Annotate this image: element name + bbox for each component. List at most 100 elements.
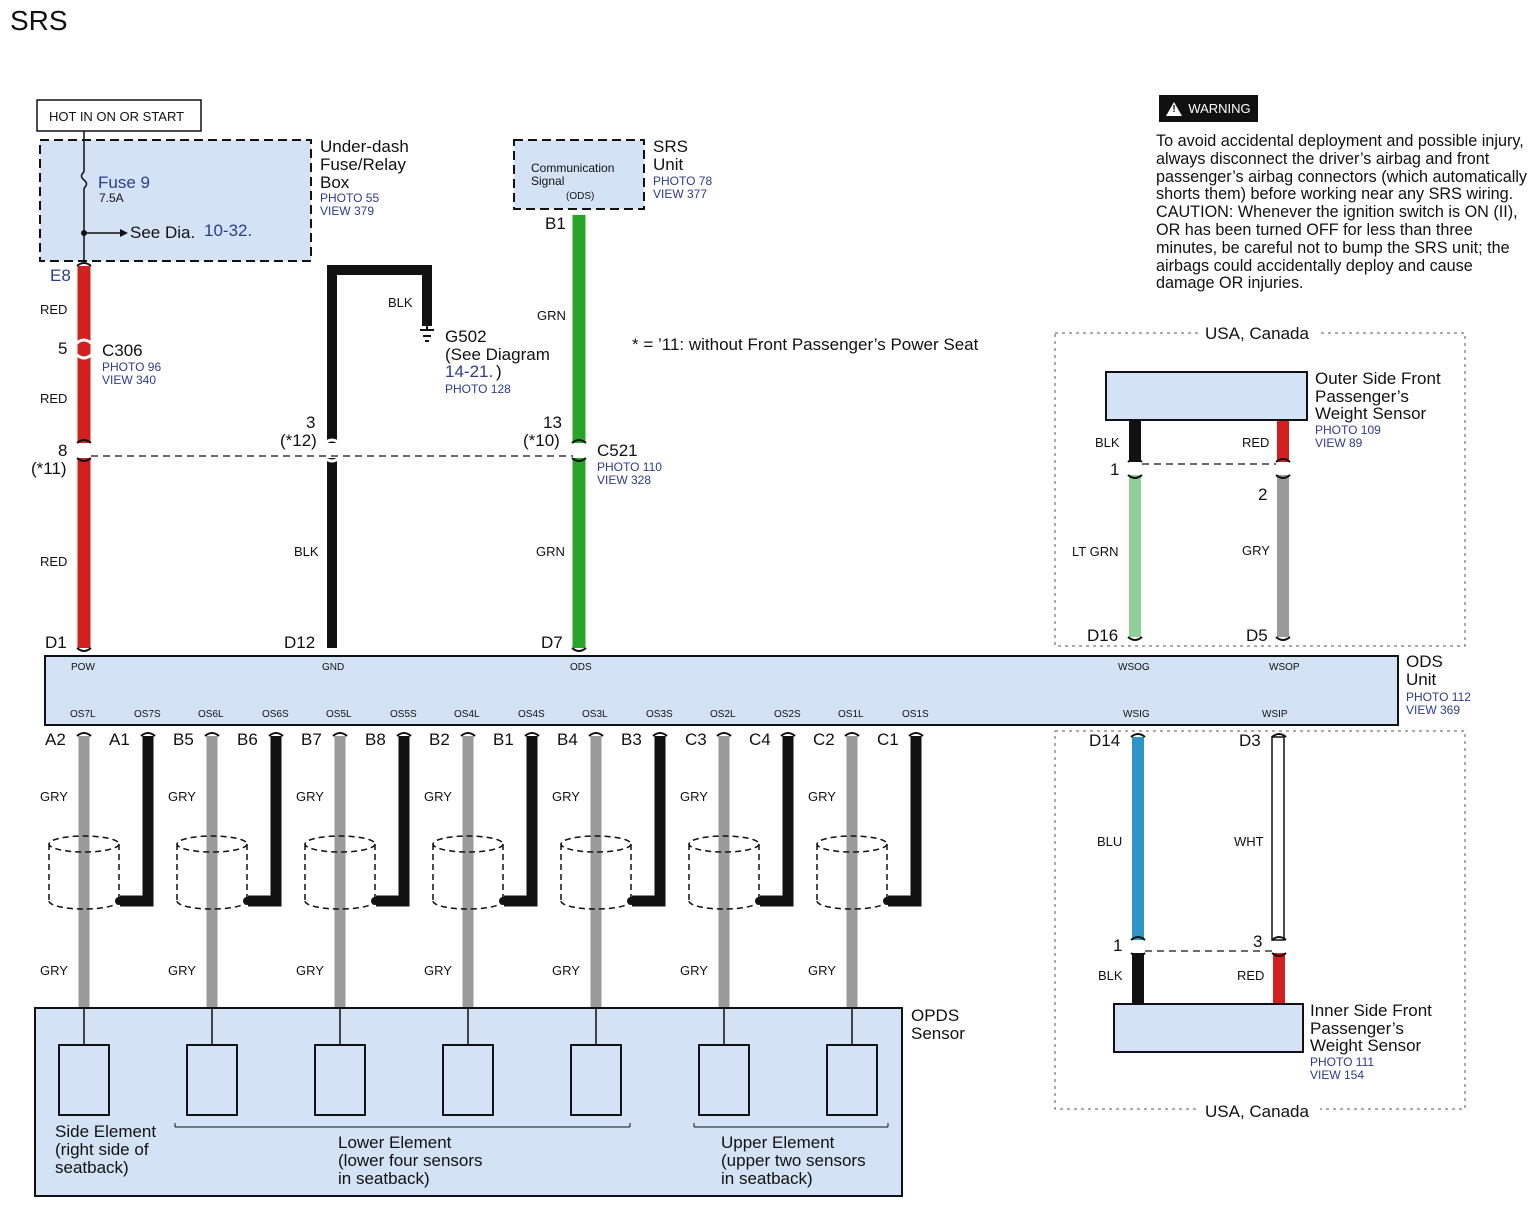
pin-b3: B3 xyxy=(621,730,642,749)
wire-blk-drain xyxy=(376,736,410,907)
c521-photo[interactable]: PHOTO 110 xyxy=(597,460,662,474)
wire-end xyxy=(140,732,156,737)
wire-label-gry: GRY xyxy=(680,963,708,978)
outer-sensor-name-3: Weight Sensor xyxy=(1315,404,1427,423)
outer-sensor-photo[interactable]: PHOTO 109 xyxy=(1315,423,1381,437)
fuse-relay-box xyxy=(39,139,312,262)
c521-view[interactable]: VIEW 328 xyxy=(597,473,651,487)
term-os3l: OS3L xyxy=(582,709,608,720)
outer-sensor-view[interactable]: VIEW 89 xyxy=(1315,436,1363,450)
shield-bottom xyxy=(816,900,888,910)
side-element-1: Side Element xyxy=(55,1122,156,1141)
term-os4s: OS4S xyxy=(518,709,545,720)
c521-name: C521 xyxy=(597,441,638,460)
wire-end xyxy=(652,732,668,737)
opds-elements xyxy=(58,1008,878,1116)
term-gnd: GND xyxy=(322,662,344,673)
upper-element-3: in seatback) xyxy=(721,1169,813,1188)
wire-blk-drain xyxy=(760,736,794,907)
caution-text: CAUTION: Whenever the ignition switch is… xyxy=(1156,203,1518,293)
c306-name: C306 xyxy=(102,341,143,360)
wire-label-grn-2: GRN xyxy=(536,544,565,559)
term-os1l: OS1L xyxy=(838,709,864,720)
term-os7l: OS7L xyxy=(70,709,96,720)
power-seat-note: * = ’11: without Front Passenger’s Power… xyxy=(632,335,979,354)
opds-name-1: OPDS xyxy=(911,1006,959,1025)
inner-sensor-name-2: Passenger’s xyxy=(1310,1019,1404,1038)
c306-view[interactable]: VIEW 340 xyxy=(102,373,156,387)
srs-name-2: Unit xyxy=(653,155,684,174)
wire-label-red-3: RED xyxy=(40,554,67,569)
wire-label-blk-1: BLK xyxy=(388,295,413,310)
pin-b2: B2 xyxy=(429,730,450,749)
wire-label-gry: GRY xyxy=(40,963,68,978)
shield-bottom xyxy=(432,900,504,910)
ods-name-1: ODS xyxy=(1406,652,1443,671)
shield-drain-dot xyxy=(115,897,123,905)
c306-photo[interactable]: PHOTO 96 xyxy=(102,360,161,374)
shield-bottom xyxy=(688,900,760,910)
pin-3-note: (*12) xyxy=(280,431,317,450)
region-label-lower: USA, Canada xyxy=(1205,1102,1309,1121)
pin-d1: D1 xyxy=(45,633,67,652)
region-box-lower xyxy=(1054,730,1466,1110)
shield-drain-dot xyxy=(371,897,379,905)
wire-label-gry: GRY xyxy=(424,789,452,804)
fuse-box-name-3: Box xyxy=(320,173,350,192)
inner-pin-3: 3 xyxy=(1253,932,1262,951)
shield-drain-dot xyxy=(627,897,635,905)
pin-d3: D3 xyxy=(1239,731,1261,750)
fuse-box-photo[interactable]: PHOTO 55 xyxy=(320,191,379,205)
sensor-element xyxy=(186,1044,238,1116)
g502-photo[interactable]: PHOTO 128 xyxy=(445,382,511,396)
g502-ref[interactable]: 14-21. xyxy=(445,362,493,381)
pin-c1: C1 xyxy=(877,730,899,749)
wire-blk-drain xyxy=(632,736,666,907)
fuse-box-view[interactable]: VIEW 379 xyxy=(320,204,374,218)
pin-b7: B7 xyxy=(301,730,322,749)
term-ods: ODS xyxy=(570,662,592,673)
side-element-2: (right side of xyxy=(55,1140,149,1159)
pin-d5: D5 xyxy=(1246,626,1268,645)
wire-label-gry: GRY xyxy=(168,963,196,978)
pin-13: 13 xyxy=(543,413,562,432)
shield-bottom xyxy=(176,900,248,910)
g502-name: G502 xyxy=(445,327,487,346)
pin-d16: D16 xyxy=(1087,626,1118,645)
c306-pin-5: 5 xyxy=(58,339,67,358)
wire-label-red-outer: RED xyxy=(1242,435,1269,450)
wire-end xyxy=(396,732,412,737)
srs-unit-box xyxy=(513,139,645,210)
wire-end xyxy=(204,732,220,737)
wire-end xyxy=(76,732,92,737)
inner-sensor-view[interactable]: VIEW 154 xyxy=(1310,1068,1364,1082)
ods-view[interactable]: VIEW 369 xyxy=(1406,703,1460,717)
wire-wht-wsip xyxy=(1271,736,1285,941)
side-element-3: seatback) xyxy=(55,1158,129,1177)
term-os2l: OS2L xyxy=(710,709,736,720)
ods-photo[interactable]: PHOTO 112 xyxy=(1406,690,1471,704)
term-wsop: WSOP xyxy=(1269,662,1300,673)
inner-weight-sensor-box xyxy=(1113,1003,1304,1053)
inner-sensor-photo[interactable]: PHOTO 111 xyxy=(1310,1055,1374,1069)
srs-photo[interactable]: PHOTO 78 xyxy=(653,174,712,188)
wire-label-gry: GRY xyxy=(168,789,196,804)
term-pow: POW xyxy=(71,662,95,673)
upper-element-2: (upper two sensors xyxy=(721,1151,866,1170)
wire-end xyxy=(908,732,924,737)
wire-end xyxy=(460,732,476,737)
wire-label-gry: GRY xyxy=(680,789,708,804)
shield-bottom xyxy=(304,900,376,910)
shield-bottom xyxy=(48,900,120,910)
lower-element-3: in seatback) xyxy=(338,1169,430,1188)
see-dia-link[interactable]: 10-32. xyxy=(204,221,252,240)
sensor-element xyxy=(570,1044,622,1116)
wire-end xyxy=(268,732,284,737)
term-wsip: WSIP xyxy=(1262,709,1288,720)
term-os7s: OS7S xyxy=(134,709,161,720)
srs-view[interactable]: VIEW 377 xyxy=(653,187,707,201)
term-os1s: OS1S xyxy=(902,709,929,720)
wire-blk-drain xyxy=(248,736,282,907)
outer-weight-sensor-box xyxy=(1105,371,1308,421)
